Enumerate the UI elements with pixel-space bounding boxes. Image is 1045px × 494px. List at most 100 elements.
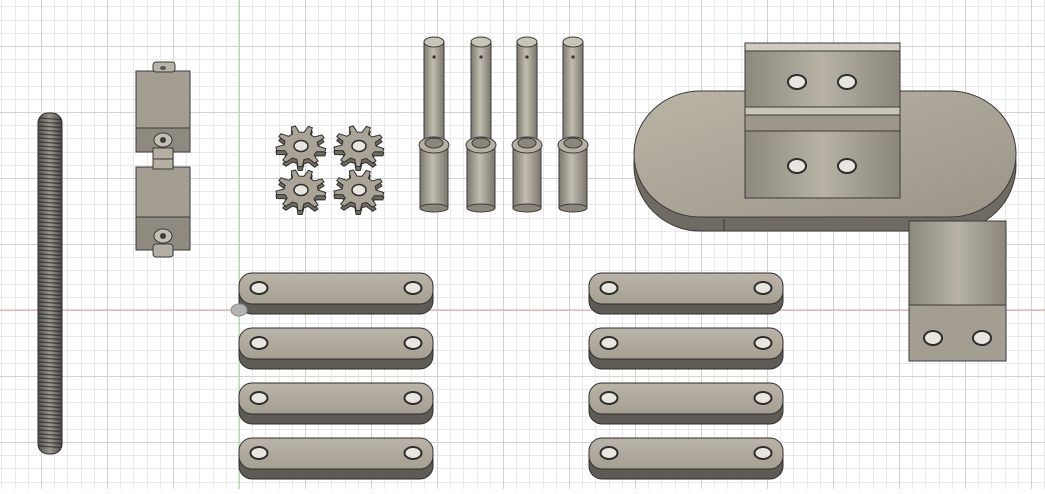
- thread-ridge: [38, 373, 62, 377]
- link-plate[interactable]: [588, 272, 784, 315]
- origin-point-icon[interactable]: [230, 303, 248, 317]
- spur-gear[interactable]: [275, 125, 327, 172]
- thread-ridge: [38, 261, 62, 265]
- plate-hole: [753, 446, 773, 460]
- thread-ridge: [38, 353, 62, 357]
- thread-ridge: [38, 393, 62, 397]
- thread-ridge: [38, 265, 62, 269]
- thread-ridge: [38, 229, 62, 233]
- plate-face: [588, 272, 784, 305]
- link-plate[interactable]: [238, 437, 434, 480]
- plate-face: [238, 382, 434, 415]
- pin-cross-hole: [432, 55, 436, 59]
- thread-ridge: [38, 397, 62, 401]
- link-plates-group: [238, 272, 784, 480]
- thread-ridge: [38, 289, 62, 293]
- thread-ridge: [38, 129, 62, 133]
- shaft-pin[interactable]: [465, 36, 497, 213]
- pin-bottom: [512, 203, 542, 213]
- thread-ridge: [38, 201, 62, 205]
- plate-hole: [599, 336, 619, 350]
- thread-ridge: [38, 341, 62, 345]
- pin-collar-bore: [424, 137, 444, 149]
- thread-ridge: [38, 189, 62, 193]
- thread-ridge: [38, 173, 62, 177]
- coupler-block-top[interactable]: [135, 61, 191, 163]
- link-plate[interactable]: [238, 382, 434, 425]
- coupler-block-bottom[interactable]: [135, 158, 191, 258]
- plate-face: [588, 437, 784, 470]
- pin-collar-bore: [471, 137, 491, 149]
- thread-ridge: [38, 213, 62, 217]
- thread-ridge: [38, 333, 62, 337]
- plate-hole: [403, 281, 423, 295]
- plate-face: [238, 437, 434, 470]
- plate-hole: [403, 336, 423, 350]
- thread-ridge: [38, 241, 62, 245]
- pin-top-cap: [470, 36, 492, 48]
- thread-ridge: [38, 317, 62, 321]
- spur-gear[interactable]: [333, 169, 385, 216]
- thread-ridge: [38, 433, 62, 437]
- link-plate[interactable]: [588, 327, 784, 370]
- thread-ridge: [38, 385, 62, 389]
- link-plate[interactable]: [588, 437, 784, 480]
- thread-ridge: [38, 169, 62, 173]
- thread-ridge: [38, 253, 62, 257]
- thread-ridge: [38, 301, 62, 305]
- shaft-pin[interactable]: [418, 36, 450, 213]
- plate-hole: [599, 281, 619, 295]
- link-plate[interactable]: [588, 382, 784, 425]
- thread-ridge: [38, 285, 62, 289]
- thread-ridge: [38, 357, 62, 361]
- thread-ridge: [38, 441, 62, 445]
- plate-hole: [249, 446, 269, 460]
- spur-gear[interactable]: [275, 169, 327, 216]
- link-plate[interactable]: [238, 272, 434, 315]
- thread-ridge: [38, 205, 62, 209]
- upright-bracket[interactable]: [744, 42, 901, 199]
- pin-bottom: [419, 203, 449, 213]
- plate-face: [588, 327, 784, 360]
- thread-ridge: [38, 297, 62, 301]
- thread-ridge: [38, 133, 62, 137]
- gear-bore: [351, 183, 367, 197]
- threaded-rod-body[interactable]: [37, 112, 63, 455]
- thread-ridge: [38, 209, 62, 213]
- plate-hole: [599, 391, 619, 405]
- thread-ridge: [38, 345, 62, 349]
- pin-top-cap: [516, 36, 538, 48]
- thread-ridge: [38, 429, 62, 433]
- thread-ridge: [38, 425, 62, 429]
- thread-ridge: [38, 313, 62, 317]
- thread-ridge: [38, 145, 62, 149]
- thread-ridge: [38, 413, 62, 417]
- thread-ridge: [38, 401, 62, 405]
- shaft-pin[interactable]: [511, 36, 543, 213]
- thread-ridge: [38, 321, 62, 325]
- thread-ridge: [38, 381, 62, 385]
- thread-ridge: [38, 217, 62, 221]
- pin-cross-hole: [571, 55, 575, 59]
- plate-hole: [753, 281, 773, 295]
- pin-collar-bore: [517, 137, 537, 149]
- side-mount-bracket[interactable]: [908, 220, 1007, 362]
- thread-ridge: [38, 245, 62, 249]
- thread-ridge: [38, 361, 62, 365]
- spur-gear[interactable]: [333, 125, 385, 172]
- thread-ridge: [38, 149, 62, 153]
- spur-gears-group: [275, 125, 385, 216]
- thread-ridge: [38, 197, 62, 201]
- thread-ridge: [38, 257, 62, 261]
- thread-ridge: [38, 237, 62, 241]
- plate-face: [238, 272, 434, 305]
- link-plate[interactable]: [238, 327, 434, 370]
- pin-bottom: [466, 203, 496, 213]
- thread-ridge: [38, 269, 62, 273]
- thread-ridge: [38, 405, 62, 409]
- thread-ridge: [38, 421, 62, 425]
- shaft-pin[interactable]: [557, 36, 589, 213]
- shaft-pins-group: [418, 36, 589, 213]
